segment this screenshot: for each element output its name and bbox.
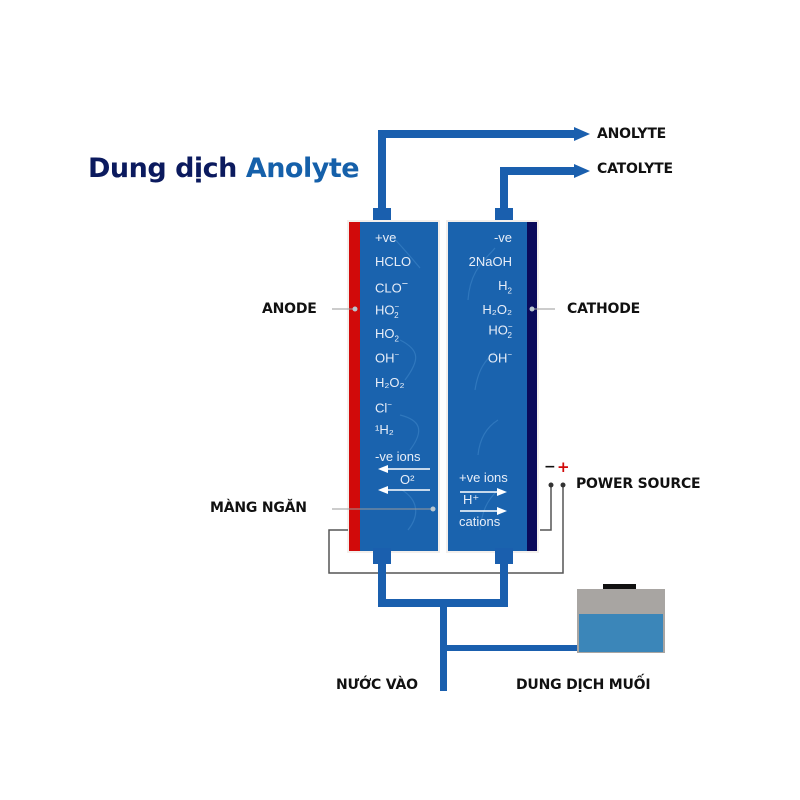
anion-flow-arrows xyxy=(378,465,430,494)
cation-flow-arrows xyxy=(460,488,507,515)
tank-liquid xyxy=(579,614,663,652)
minus-sign: − xyxy=(544,459,556,475)
species-cl: Cl− xyxy=(375,400,392,416)
species-h2o2: H₂O₂ xyxy=(482,302,512,317)
species-h2: H2 xyxy=(498,278,512,296)
power-wires xyxy=(328,482,566,574)
title-part2: Anolyte xyxy=(245,153,360,184)
species-ho2-ion: HO−2 xyxy=(375,302,400,320)
negative-terminal-icon xyxy=(548,482,554,488)
anode-chamber xyxy=(347,220,440,553)
cation-symbol: H⁺ xyxy=(463,492,480,507)
catolyte-outlet-pipe xyxy=(495,164,590,224)
anion-symbol: O² xyxy=(400,472,415,487)
anode-label: ANODE xyxy=(262,301,317,317)
power-source-label: POWER SOURCE xyxy=(576,476,701,492)
cathode-label: CATHODE xyxy=(567,301,640,317)
inlet-plumbing xyxy=(373,548,578,691)
species-oh: OH− xyxy=(375,350,400,366)
membrane-leader-line xyxy=(332,506,436,512)
cation-label-2: cations xyxy=(459,514,501,529)
species-1h2: ¹H₂ xyxy=(375,422,394,437)
salt-solution-label: DUNG DỊCH MUỐI xyxy=(516,677,651,693)
anolyte-arrow-icon xyxy=(574,127,590,141)
species-h2o2: H₂O₂ xyxy=(375,375,405,390)
catolyte-label: CATOLYTE xyxy=(597,161,673,177)
anode-leader-line xyxy=(332,306,358,312)
species-ho2: HO2 xyxy=(375,326,399,344)
anode-electrode xyxy=(349,222,360,551)
salt-tank xyxy=(577,584,665,653)
species-ho2-ion: HO−2 xyxy=(488,322,513,340)
cathode-leader-line xyxy=(529,306,555,312)
species-positive: +ve xyxy=(375,230,397,245)
species-oh: OH− xyxy=(487,350,512,366)
plus-sign: + xyxy=(557,458,570,476)
anolyte-outlet-pipe xyxy=(373,127,590,224)
water-in-label: NƯỚC VÀO xyxy=(336,677,418,693)
tank-cap xyxy=(603,584,636,590)
species-2naoh: 2NaOH xyxy=(468,254,512,269)
cathode-chamber xyxy=(446,220,539,553)
page-title: Dung dịch Anolyte xyxy=(88,153,360,184)
anolyte-label: ANOLYTE xyxy=(597,126,667,142)
positive-terminal-icon xyxy=(560,482,566,488)
cathode-electrode xyxy=(527,222,537,551)
anion-label: -ve ions xyxy=(375,449,421,464)
species-hclo: HCLO xyxy=(375,254,412,269)
species-negative: -ve xyxy=(493,230,512,245)
catolyte-arrow-icon xyxy=(574,164,590,178)
cation-label: +ve ions xyxy=(459,470,508,485)
species-clo: CLO− xyxy=(375,278,409,296)
title-part1: Dung dịch xyxy=(88,153,237,184)
membrane-label: MÀNG NGĂN xyxy=(210,500,307,516)
